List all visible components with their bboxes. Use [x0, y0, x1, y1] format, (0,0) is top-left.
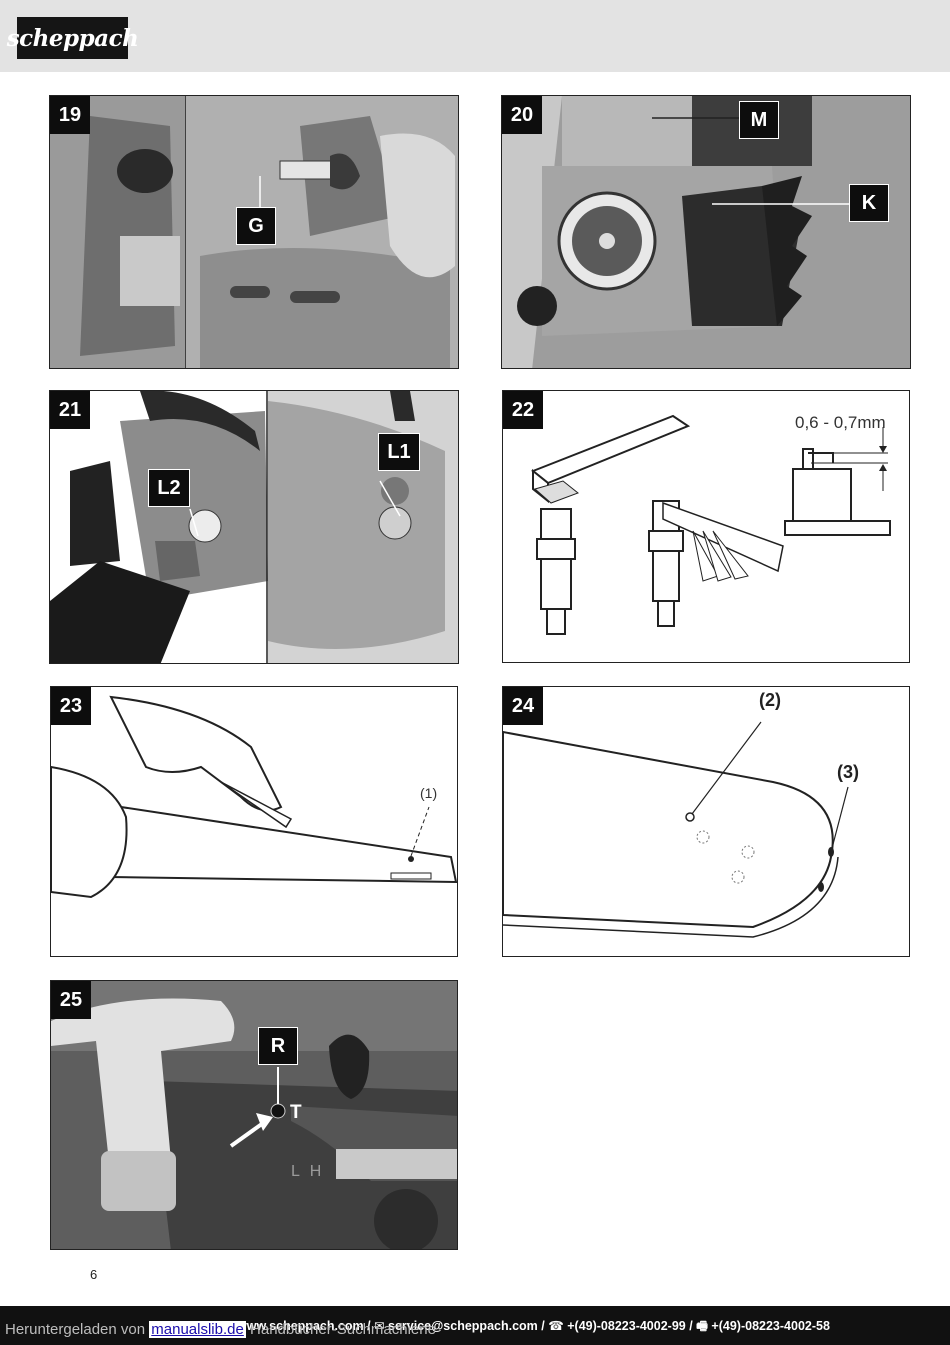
label-r: R — [258, 1027, 298, 1065]
figure-24-illustration — [503, 721, 849, 938]
label-l2: L2 — [148, 469, 190, 507]
marker-3: (3) — [837, 762, 859, 782]
figure-number: 19 — [50, 96, 90, 134]
figure-number: 22 — [503, 391, 543, 429]
header-band — [0, 0, 950, 72]
figure-22: 22 0,6 - 0,7mm — [502, 390, 910, 663]
label-lh: L H — [291, 1163, 325, 1180]
figure-23: 23 (1) — [50, 686, 458, 957]
manualslib-link[interactable]: manualslib.de — [149, 1321, 246, 1338]
download-prefix: Heruntergeladen von — [5, 1321, 146, 1338]
brand-logo: scheppach — [7, 17, 139, 59]
figure-number: 20 — [502, 96, 542, 134]
label-k: K — [849, 184, 889, 222]
figure-19-photo — [50, 96, 458, 368]
figure-21-photo — [50, 391, 458, 663]
figure-24: 24 (2) (3) — [502, 686, 910, 957]
figure-25: 25 R T L H — [50, 980, 458, 1250]
label-l1: L1 — [378, 433, 420, 471]
figure-number: 25 — [51, 981, 91, 1019]
figure-number: 23 — [51, 687, 91, 725]
download-suffix: Handbücher-Suchmachiene — [250, 1321, 436, 1338]
figure-number: 24 — [503, 687, 543, 725]
figure-20: 20 M K — [501, 95, 911, 369]
label-m: M — [739, 101, 779, 139]
footer-contact: www.scheppach.com / ✉ service@scheppach.… — [237, 1319, 830, 1333]
label-g: G — [236, 207, 276, 245]
figure-21: 21 L2 L1 — [49, 390, 459, 664]
figure-23-illustration — [51, 695, 457, 899]
label-t: T — [290, 1102, 302, 1123]
gap-measurement-label: 0,6 - 0,7mm — [795, 413, 886, 432]
figure-22-illustration — [531, 414, 891, 635]
figure-20-photo — [502, 96, 910, 368]
figure-number: 21 — [50, 391, 90, 429]
marker-1: (1) — [420, 785, 438, 801]
page-number: 6 — [90, 1267, 98, 1282]
download-notice: Heruntergeladen von manualslib.de Handbü… — [5, 1321, 436, 1338]
figure-19: 19 G — [49, 95, 459, 369]
figure-25-photo — [51, 981, 457, 1249]
marker-2: (2) — [759, 690, 781, 710]
